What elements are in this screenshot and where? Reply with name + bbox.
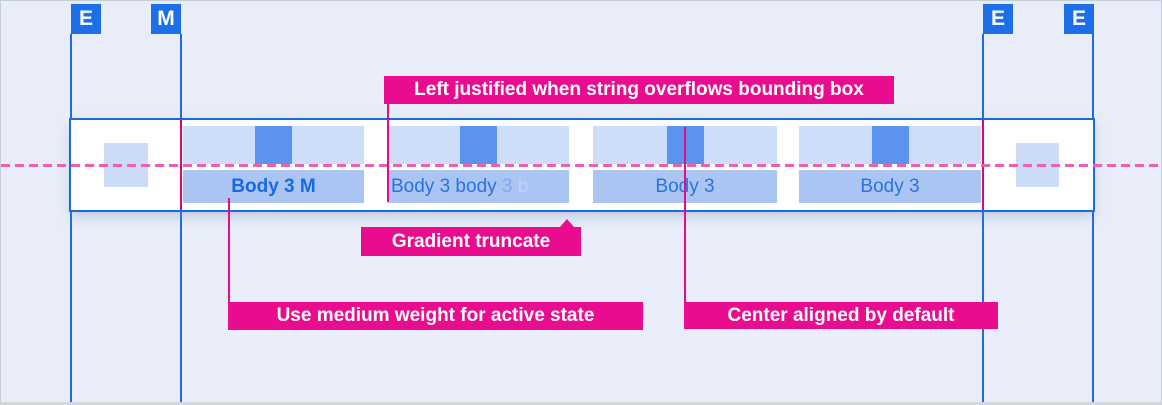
- tab-icon-area: [799, 126, 981, 164]
- tab-label-active: Body 3 M: [183, 170, 364, 203]
- tab-icon-placeholder: [460, 126, 497, 164]
- annotation-medium-weight: Use medium weight for active state: [228, 302, 643, 330]
- annotation-center-aligned: Center aligned by default: [684, 302, 998, 329]
- annotation-gradient-truncate: Gradient truncate: [361, 227, 581, 256]
- tab-truncated[interactable]: Body 3 body 3 b: [388, 126, 569, 203]
- spacing-marker-e-left: E: [71, 4, 101, 34]
- center-dashed-guide-line: [1, 164, 1161, 167]
- connector-left-justified: [387, 104, 389, 202]
- tab-icon-placeholder: [255, 126, 292, 164]
- spacing-marker-e-right-inner: E: [983, 4, 1013, 34]
- tab-label-solid-text: Body 3 body: [391, 176, 497, 197]
- annotation-left-justified: Left justified when string overflows bou…: [384, 76, 894, 104]
- tab-label: Body 3: [799, 170, 981, 203]
- guide-line-edge-right-inner: [982, 34, 984, 402]
- guide-line-edge-right-outer: [1092, 34, 1094, 402]
- tab-label-fade-mid-text: 3: [496, 176, 513, 197]
- spacing-marker-m: M: [151, 4, 181, 34]
- guide-line-edge-left: [70, 34, 72, 402]
- connector-medium-weight: [228, 198, 230, 302]
- tab-icon-area: [388, 126, 569, 164]
- tab-label-truncated: Body 3 body 3 b: [388, 170, 569, 203]
- tab-label-fade-end-text: b: [512, 176, 529, 197]
- tab-default-4[interactable]: Body 3: [799, 126, 981, 203]
- tab-icon-placeholder: [871, 126, 909, 164]
- tab-active[interactable]: Body 3 M: [183, 126, 364, 203]
- annotation-pointer-up-icon: [560, 219, 574, 227]
- guide-line-margin-left: [180, 34, 182, 402]
- spacing-marker-e-right-outer: E: [1064, 4, 1094, 34]
- connector-center-aligned: [684, 127, 686, 302]
- tab-icon-area: [183, 126, 364, 164]
